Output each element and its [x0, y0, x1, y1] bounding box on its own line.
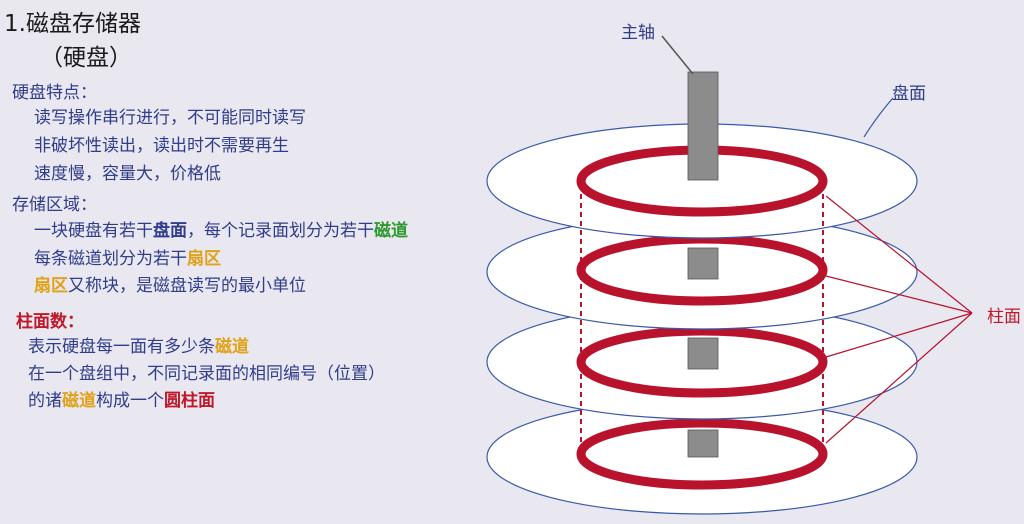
features-heading: 硬盘特点：	[12, 83, 97, 103]
feature-item-2: 非破坏性读出，读出时不需要再生	[34, 136, 289, 156]
storage-line-3-text-b: 又称块，是磁盘读写的最小单位	[68, 276, 306, 296]
spindle-segment-3	[687, 337, 719, 370]
term-track: 磁道	[374, 221, 408, 241]
storage-line-2: 每条磁道划分为若干扇区	[34, 244, 221, 269]
term-track-3: 磁道	[62, 391, 96, 411]
platter-1	[486, 71, 918, 239]
cylinder-line-1-text-a: 表示硬盘每一面有多少条	[28, 337, 215, 357]
storage-heading: 存储区域：	[12, 195, 97, 215]
spindle-segment-4	[687, 429, 719, 458]
spindle-leader	[661, 35, 694, 75]
cylinder-line-3-text-a: 的诸	[28, 391, 62, 411]
term-platter: 盘面	[153, 221, 187, 241]
term-cylinder: 圆柱面	[164, 391, 215, 411]
cylinder-heading: 柱面数：	[16, 312, 84, 332]
cylinder-leader-1	[825, 195, 973, 314]
cylinder-leader-4	[825, 312, 973, 444]
cylinder-line-3-text-c: 构成一个	[96, 391, 164, 411]
cylinder-label: 柱面	[987, 307, 1021, 327]
term-sector: 扇区	[187, 249, 221, 269]
storage-line-1-text-c: ，每个记录面划分为若干	[187, 221, 374, 241]
spindle-segment-2	[687, 247, 719, 280]
platter-3	[486, 304, 918, 420]
cylinder-line-2: 在一个盘组中，不同记录面的相同编号（位置）	[28, 364, 385, 384]
platter-leader	[863, 97, 894, 138]
cylinder-leader-2	[825, 275, 973, 314]
feature-item-1: 读写操作串行进行，不可能同时读写	[34, 108, 306, 128]
storage-line-2-text-a: 每条磁道划分为若干	[34, 249, 187, 269]
platter-label: 盘面	[892, 84, 926, 104]
platter-2	[486, 214, 918, 330]
storage-line-3: 扇区又称块，是磁盘读写的最小单位	[34, 271, 306, 296]
feature-item-3: 速度慢，容量大，价格低	[34, 164, 221, 184]
spindle-top	[687, 71, 719, 181]
term-track-2: 磁道	[215, 337, 249, 357]
cylinder-line-3: 的诸磁道构成一个圆柱面	[28, 386, 215, 411]
storage-line-1-text-a: 一块硬盘有若干	[34, 221, 153, 241]
page-subtitle: （硬盘）	[40, 45, 132, 71]
page-title: 1.磁盘存储器	[4, 11, 141, 37]
cylinder-line-1: 表示硬盘每一面有多少条磁道	[28, 332, 249, 357]
platter-4	[486, 399, 918, 515]
cylinder-leader-3	[825, 312, 973, 358]
spindle-label: 主轴	[621, 23, 655, 43]
term-sector-2: 扇区	[34, 276, 68, 296]
storage-line-1: 一块硬盘有若干盘面，每个记录面划分为若干磁道	[34, 216, 408, 241]
